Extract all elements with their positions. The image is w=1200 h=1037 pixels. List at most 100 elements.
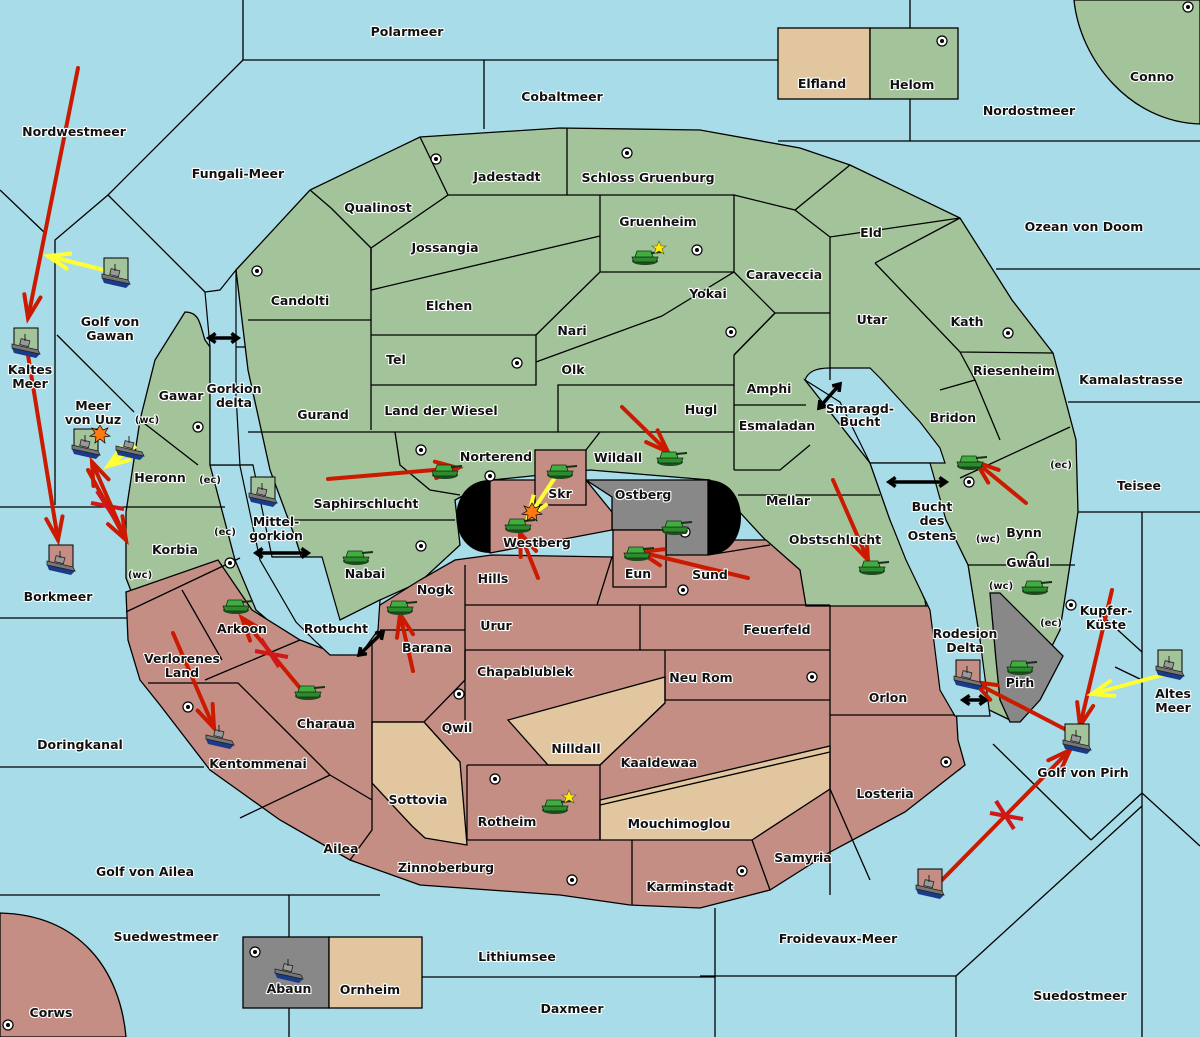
sea-label-ozean-von-doom: Ozean von Doom (1025, 219, 1144, 234)
support-order-arrow (42, 251, 113, 274)
region-label-candolti: Candolti (271, 293, 330, 308)
tank-icon[interactable] (541, 789, 577, 814)
region-label-hugl: Hugl (685, 402, 718, 417)
ship-icon[interactable] (101, 257, 131, 288)
failed-order-cross-icon (90, 489, 125, 521)
tank-icon[interactable] (294, 685, 326, 700)
tank-icon[interactable] (431, 464, 463, 479)
sea-label-lithiumsee: Lithiumsee (478, 949, 556, 964)
move-order-arrow (89, 456, 128, 542)
sea-label-froidevaux-meer: Froidevaux-Meer (779, 931, 898, 946)
region-label-saphirschlucht: Saphirschlucht (314, 496, 419, 511)
supply-center-icon (1065, 599, 1077, 611)
support-order-arrow (1086, 672, 1167, 699)
internal-borders (125, 128, 1075, 905)
region-label-nilldall: Nilldall (551, 741, 600, 756)
supply-center-icon (224, 557, 236, 569)
supply-center-icon (677, 584, 689, 596)
region-label-charaua: Charaua (297, 716, 355, 731)
sea-label-rotbucht: Rotbucht (304, 621, 368, 636)
region-label-urur: Urur (480, 618, 512, 633)
region-label-orlon: Orlon (869, 690, 908, 705)
supply-center-icon (192, 421, 204, 433)
tank-icon[interactable] (1021, 580, 1053, 595)
ship-icon[interactable] (46, 544, 76, 575)
sea-bucht-des-ostens (869, 462, 991, 717)
supply-center-icon (566, 874, 578, 886)
region-label-gawar: Gawar (159, 388, 205, 403)
ship-icon[interactable] (115, 436, 145, 460)
supply-center-icon (940, 756, 952, 768)
ship-icon[interactable] (953, 659, 983, 690)
tank-icon[interactable] (504, 502, 543, 533)
sea-label-ostens: Ostens (908, 528, 957, 543)
sea-label-gorkion: Gorkion (206, 381, 261, 396)
sea-label-rodesion: Rodesion (933, 626, 998, 641)
ship-icon[interactable] (1062, 723, 1092, 754)
region-pirh[interactable] (989, 592, 1064, 723)
region-ornheim[interactable] (328, 936, 423, 1009)
region-label-tel: Tel (386, 352, 406, 367)
tank-icon[interactable] (956, 455, 988, 470)
region-label-ostberg: Ostberg (615, 487, 672, 502)
tank-icon[interactable] (222, 599, 254, 614)
region-label-qwil: Qwil (442, 720, 473, 735)
ship-icon[interactable] (915, 868, 945, 899)
supply-center-icon (1002, 327, 1014, 339)
coast-label: (wc) (128, 570, 152, 581)
double-arrow-icon (885, 476, 950, 488)
tank-icon[interactable] (656, 451, 688, 466)
ship-icon[interactable] (274, 959, 304, 983)
coast-label: (wc) (135, 415, 159, 426)
region-label-obstschlucht: Obstschlucht (789, 532, 881, 547)
move-order-arrow (22, 66, 80, 324)
ship-icon[interactable] (248, 476, 278, 507)
ship-icon[interactable] (205, 725, 235, 749)
region-label-kath: Kath (951, 314, 984, 329)
failed-order-cross-icon (254, 637, 289, 669)
tank-icon[interactable] (858, 560, 890, 575)
region-corws[interactable] (0, 912, 127, 1037)
supply-center-icon (1182, 1, 1194, 13)
sea-label-nordostmeer: Nordostmeer (983, 103, 1076, 118)
region-label-abaun: Abaun (267, 981, 312, 996)
impassable-west (456, 480, 490, 553)
region-label-mouchimoglou: Mouchimoglou (628, 816, 731, 831)
ship-icon[interactable] (1155, 649, 1185, 680)
adjacency-arrows (205, 332, 990, 706)
sea-label-des: des (920, 513, 945, 528)
double-arrow-icon (816, 381, 843, 411)
sea-label-smaragd: Smaragd- (826, 401, 894, 416)
move-order-arrow (831, 478, 871, 566)
region-label-zinnoberburg: Zinnoberburg (398, 860, 494, 875)
sea-label-gawan: Gawan (86, 328, 134, 343)
region-label-esmaladan: Esmaladan (739, 418, 815, 433)
region-label-utar: Utar (857, 312, 889, 327)
sea-label-nordwestmeer: Nordwestmeer (22, 124, 127, 139)
region-label-riesenheim: Riesenheim (973, 363, 1055, 378)
sea-label-kamalastrasse: Kamalastrasse (1079, 372, 1183, 387)
tank-icon[interactable] (661, 520, 693, 535)
supply-center-icon (963, 476, 975, 488)
region-label-jadestadt: Jadestadt (472, 169, 540, 184)
region-elfland[interactable] (777, 27, 871, 100)
region-conno[interactable] (1073, 0, 1200, 125)
region-label-kaaldewaa: Kaaldewaa (621, 755, 698, 770)
supply-center-icon (182, 701, 194, 713)
sea-label-suedwestmeer: Suedwestmeer (114, 929, 220, 944)
tank-icon[interactable] (1006, 660, 1038, 675)
tank-icon[interactable] (631, 240, 667, 265)
ship-icon[interactable] (11, 327, 41, 358)
tank-icon[interactable] (623, 546, 655, 561)
ship-icon[interactable] (71, 424, 111, 459)
tank-icon[interactable] (386, 600, 418, 615)
region-label-nogk: Nogk (417, 582, 454, 597)
sea-label-gorkion: gorkion (249, 528, 303, 543)
sea-label-meer: Meer (12, 376, 48, 391)
region-label-neu-rom: Neu Rom (669, 670, 732, 685)
move-order-arrow (171, 631, 217, 734)
tank-icon[interactable] (342, 550, 374, 565)
tank-icon[interactable] (546, 464, 578, 479)
region-label-jossangia: Jossangia (410, 240, 478, 255)
